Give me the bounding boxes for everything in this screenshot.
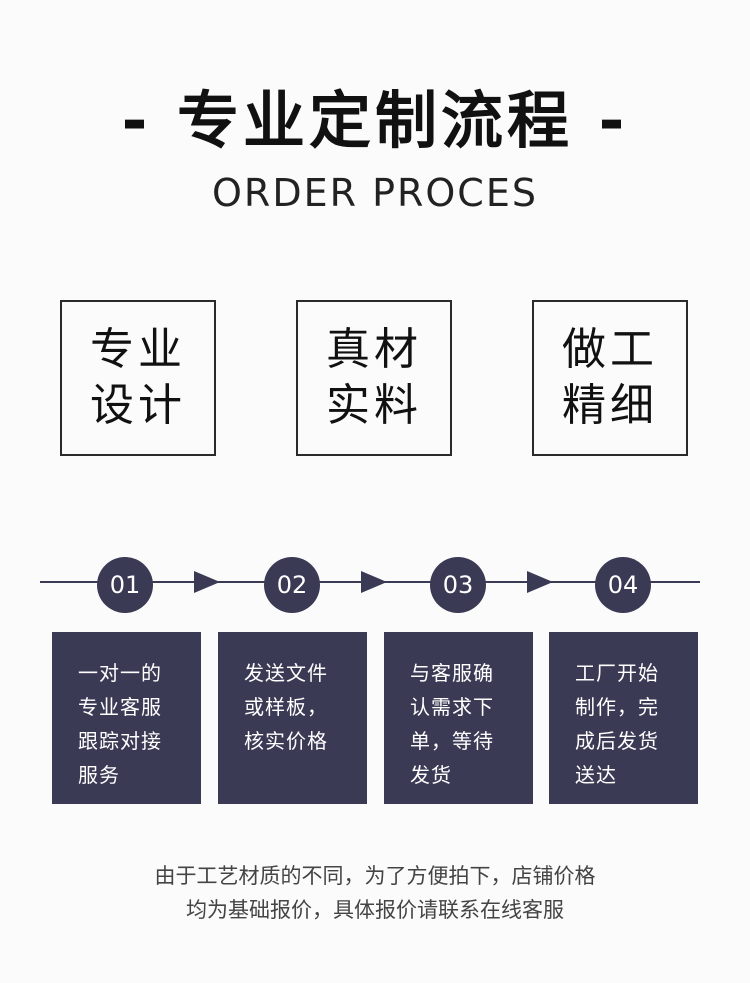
step-number-badge: 02 bbox=[264, 557, 320, 613]
step-description-box: 工厂开始 制作，完 成后发货 送达 bbox=[549, 632, 698, 804]
step-number-badge: 03 bbox=[430, 557, 486, 613]
step-text: 发送文件 bbox=[244, 661, 328, 685]
feature-text: 精细 bbox=[562, 380, 658, 431]
page-subtitle: ORDER PROCES bbox=[212, 171, 538, 215]
step-text: 一对一的 bbox=[78, 661, 162, 685]
page-title: - 专业定制流程 - bbox=[121, 84, 629, 157]
arrow-right-icon bbox=[194, 571, 220, 593]
feature-box-design: 专业 设计 bbox=[60, 300, 216, 456]
feature-text: 真材 bbox=[326, 324, 422, 375]
feature-box-materials: 真材 实料 bbox=[296, 300, 452, 456]
step-description-box: 与客服确 认需求下 单，等待 发货 bbox=[384, 632, 533, 804]
step-text: 发货 bbox=[410, 763, 452, 787]
step-text: 核实价格 bbox=[244, 729, 328, 753]
feature-text: 实料 bbox=[326, 380, 422, 431]
step-number-badge: 04 bbox=[595, 557, 651, 613]
footnote-line: 由于工艺材质的不同，为了方便拍下，店铺价格 bbox=[154, 864, 596, 888]
step-text: 或样板， bbox=[244, 695, 328, 719]
feature-text: 设计 bbox=[90, 380, 186, 431]
step-text: 专业客服 bbox=[78, 695, 162, 719]
step-text: 工厂开始 bbox=[575, 661, 659, 685]
step-text: 制作，完 bbox=[575, 695, 659, 719]
step-text: 单，等待 bbox=[410, 729, 494, 753]
step-text: 服务 bbox=[78, 763, 120, 787]
step-text: 跟踪对接 bbox=[78, 729, 162, 753]
step-text: 与客服确 bbox=[410, 661, 494, 685]
step-number-badge: 01 bbox=[97, 557, 153, 613]
step-description-box: 发送文件 或样板， 核实价格 bbox=[218, 632, 367, 804]
step-text: 认需求下 bbox=[410, 695, 494, 719]
step-text: 成后发货 bbox=[575, 729, 659, 753]
arrow-right-icon bbox=[361, 571, 387, 593]
arrow-right-icon bbox=[527, 571, 553, 593]
step-description-box: 一对一的 专业客服 跟踪对接 服务 bbox=[52, 632, 201, 804]
step-text: 送达 bbox=[575, 763, 617, 787]
feature-box-craftsmanship: 做工 精细 bbox=[532, 300, 688, 456]
feature-text: 专业 bbox=[90, 324, 186, 375]
footnote-line: 均为基础报价，具体报价请联系在线客服 bbox=[186, 898, 564, 922]
feature-text: 做工 bbox=[562, 324, 658, 375]
